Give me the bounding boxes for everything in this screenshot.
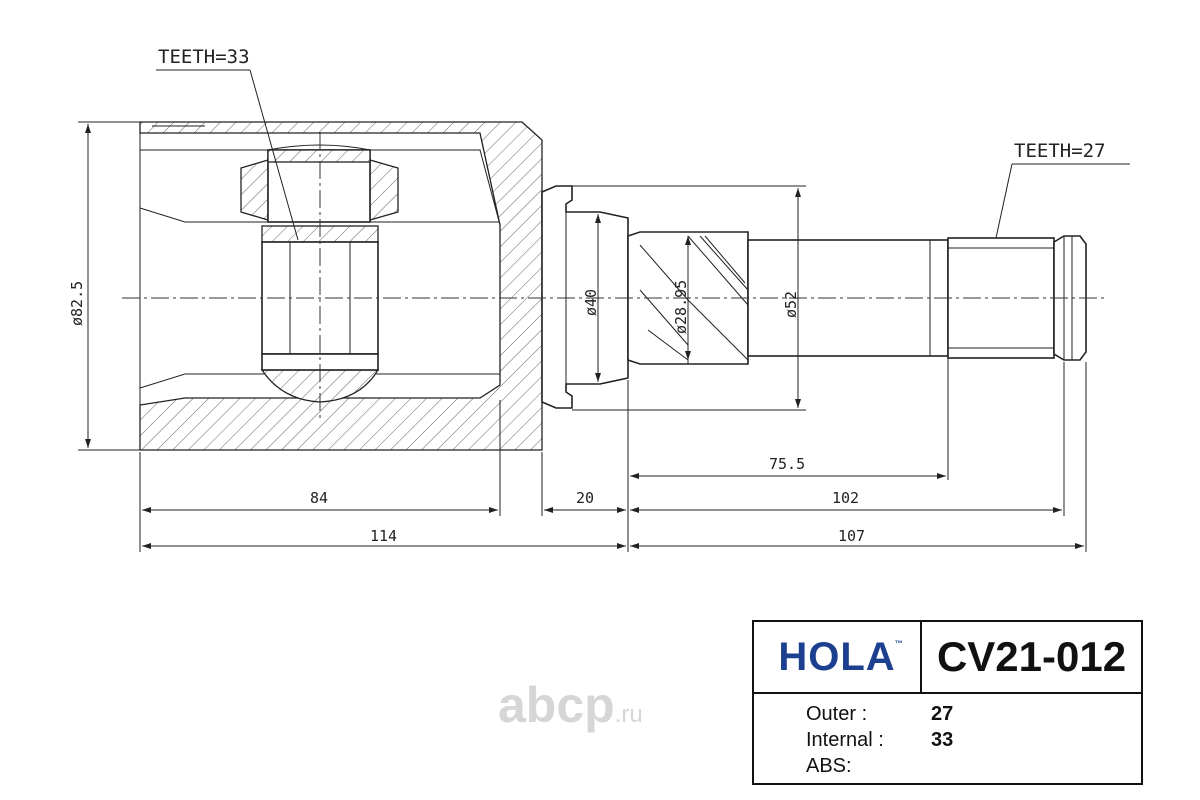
spec-row-abs: ABS:	[806, 754, 931, 778]
dimension-dia-40: ø40	[582, 214, 601, 382]
dimension-dia-52: ø52	[572, 185, 806, 411]
spec-row-outer: Outer : 27	[806, 702, 953, 726]
len-20-label: 20	[576, 489, 594, 507]
dimension-114: 114	[142, 527, 626, 549]
site-watermark: abcp.ru	[498, 676, 643, 734]
dimension-102: 102	[630, 489, 1062, 513]
dimension-dia-28-95: ø28.95	[672, 236, 691, 360]
len-84-label: 84	[310, 489, 328, 507]
teeth-internal-label: TEETH=33	[158, 46, 250, 68]
dia-52-label: ø52	[782, 291, 800, 318]
dia-82-5-label: ø82.5	[68, 281, 86, 326]
len-102-label: 102	[832, 489, 859, 507]
center-lines	[122, 132, 1106, 420]
dia-40-label: ø40	[582, 289, 600, 316]
teeth-27-callout: TEETH=27	[995, 140, 1130, 239]
housing	[139, 121, 543, 451]
dimension-75-5: 75.5	[630, 455, 946, 479]
watermark-text: abcp	[498, 677, 615, 733]
part-number-cell: CV21-012	[922, 622, 1141, 694]
spec-label-internal: Internal :	[806, 729, 884, 751]
len-75-5-label: 75.5	[769, 455, 805, 473]
trademark-mark: ™	[894, 638, 904, 648]
spec-value-internal: 33	[931, 729, 954, 751]
dimension-84: 84	[142, 489, 498, 513]
dimension-20: 20	[544, 489, 626, 513]
spec-label-abs: ABS:	[806, 755, 852, 777]
len-114-label: 114	[370, 527, 397, 545]
output-shaft	[541, 185, 1087, 409]
dia-28-95-label: ø28.95	[672, 280, 690, 334]
dimension-107: 107	[630, 527, 1084, 549]
extension-lines	[139, 358, 1087, 552]
spec-label-outer: Outer :	[806, 703, 868, 725]
spec-value-outer: 27	[931, 703, 954, 725]
watermark-suffix: .ru	[614, 701, 643, 728]
brand-name: HOLA	[778, 634, 896, 679]
part-number: CV21-012	[936, 633, 1127, 680]
spec-row-internal: Internal : 33	[806, 728, 953, 752]
dimension-dia-82-5: ø82.5	[68, 121, 140, 451]
teeth-outer-label: TEETH=27	[1014, 140, 1106, 162]
len-107-label: 107	[838, 527, 865, 545]
teeth-33-callout: TEETH=33	[156, 46, 299, 241]
